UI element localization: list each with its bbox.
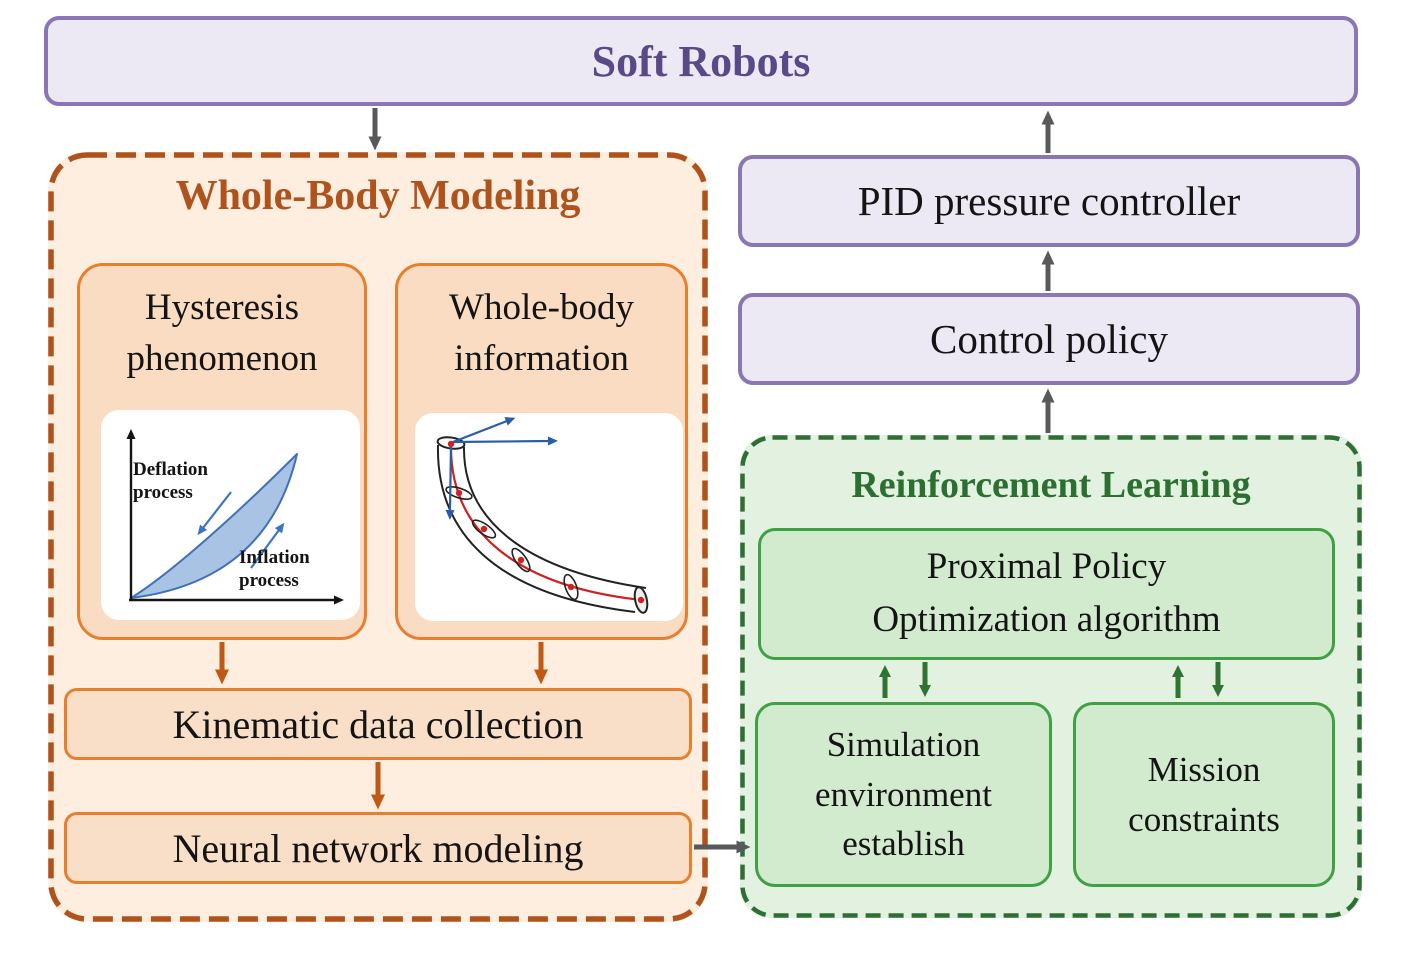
tube-inner-edge: [462, 446, 647, 589]
tube-cross-section: [563, 573, 579, 601]
reinforcement-learning-container: Reinforcement Learning Proximal Policy O…: [740, 435, 1362, 918]
whole-body-modeling-dashed-border: [48, 152, 708, 922]
whole-body-information-label: Whole-body information: [449, 287, 634, 380]
mission-constraints-box: Mission constraints: [1073, 702, 1335, 887]
hysteresis-curve-illustration: [126, 429, 344, 605]
hysteresis-chart-panel: Deflation process Inflation process: [101, 410, 360, 620]
tube-cross-section: [445, 486, 473, 500]
inflation-direction-arrow: [250, 522, 285, 569]
center-point: [567, 583, 575, 591]
simulation-environment-box: Simulation environment establish: [755, 702, 1052, 887]
neural-network-modeling-box: Neural network modeling: [64, 812, 692, 884]
hysteresis-phenomenon-label: Hysteresis phenomenon: [126, 287, 318, 380]
soft-robots-label: Soft Robots: [591, 36, 811, 86]
deflation-direction-arrow: [197, 491, 232, 536]
whole-body-modeling-container: Whole-Body Modeling Hysteresis phenomeno…: [48, 152, 708, 922]
frame-axis-horizontal: [452, 436, 558, 446]
center-point: [455, 489, 463, 497]
center-point: [447, 440, 455, 448]
whole-body-information-box: Whole-body information: [395, 263, 688, 640]
simulation-environment-label: Simulation environment establish: [815, 724, 992, 864]
tube-centerline: [449, 444, 642, 602]
pid-pressure-controller-label: PID pressure controller: [857, 178, 1241, 224]
center-point: [480, 525, 488, 533]
mission-constraints-label: Mission constraints: [1128, 749, 1280, 839]
control-policy-box: Control policy: [738, 293, 1360, 385]
whole-body-information-panel: [415, 413, 683, 621]
whole-body-modeling-title: Whole-Body Modeling: [175, 173, 581, 219]
center-point: [517, 556, 525, 564]
hysteresis-phenomenon-box: Hysteresis phenomenon: [77, 263, 367, 640]
center-point: [637, 596, 645, 604]
tube-cross-section: [471, 519, 497, 539]
proximal-policy-optimization-label: Proximal Policy Optimization algorithm: [872, 546, 1221, 640]
tube-cross-section: [511, 547, 531, 573]
hysteresis-loop-shape: [130, 453, 298, 599]
reinforcement-learning-title: Reinforcement Learning: [851, 464, 1251, 506]
deflation-process-label: Deflation process: [133, 459, 208, 504]
proximal-policy-optimization-box: Proximal Policy Optimization algorithm: [758, 528, 1335, 660]
kinematic-data-collection-box: Kinematic data collection: [64, 688, 692, 760]
kinematic-data-collection-label: Kinematic data collection: [172, 701, 584, 747]
reinforcement-learning-dashed-border: [740, 435, 1362, 918]
frame-axis-down: [445, 443, 455, 520]
frame-axis-diagonal: [452, 417, 516, 444]
neural-network-modeling-label: Neural network modeling: [172, 825, 584, 871]
soft-arm-illustration: [436, 417, 649, 614]
pid-pressure-controller-box: PID pressure controller: [738, 155, 1360, 247]
tube-outer-edge: [436, 444, 636, 613]
inflation-process-label: Inflation process: [239, 547, 310, 592]
control-policy-label: Control policy: [929, 316, 1168, 362]
soft-robots-box: Soft Robots: [44, 16, 1358, 106]
